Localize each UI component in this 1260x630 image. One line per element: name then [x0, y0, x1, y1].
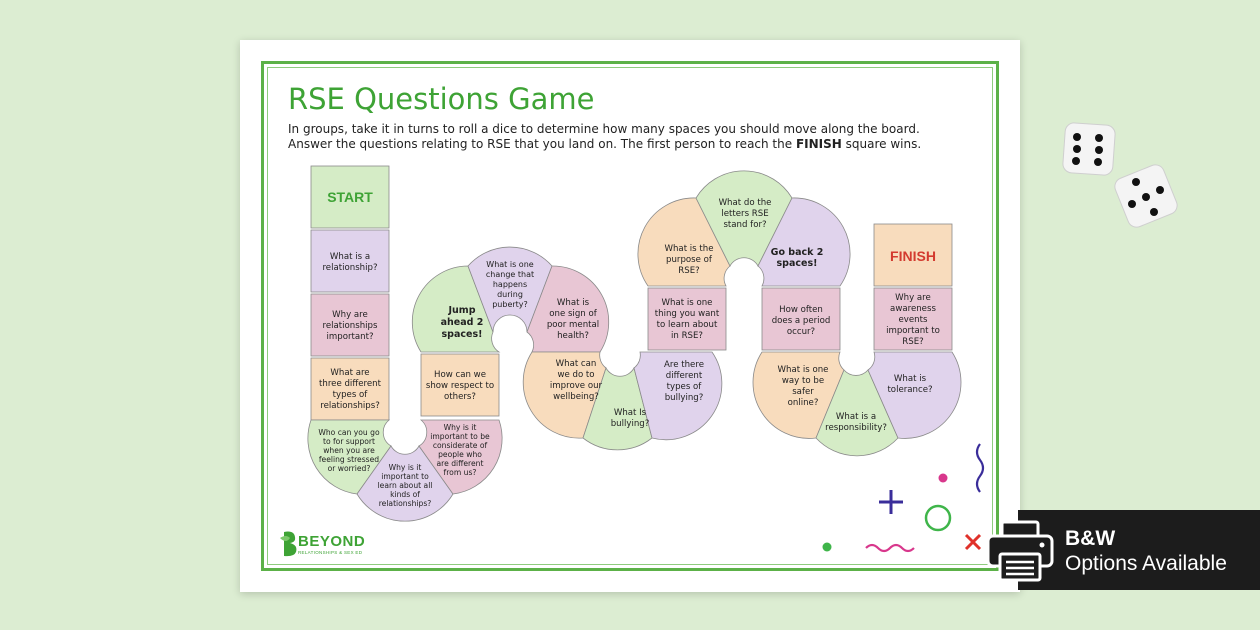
- space-13[interactable]: [633, 351, 723, 441]
- decor-dot-pink: [938, 473, 948, 483]
- decor-cross: [964, 533, 982, 551]
- space-21[interactable]: [867, 351, 962, 439]
- space-4[interactable]: [307, 419, 392, 495]
- logo-text: BEYOND: [298, 533, 366, 550]
- badge-title: B&W: [1065, 527, 1116, 550]
- start-label: START: [327, 189, 373, 205]
- sheet-inner-border: [267, 67, 993, 565]
- space-15[interactable]: [637, 197, 731, 287]
- game-sheet: RSE Questions Game In groups, take it in…: [240, 40, 1020, 592]
- space-17[interactable]: [757, 197, 851, 287]
- page-title: RSE Questions Game: [288, 82, 595, 116]
- dice-six-icon: [1062, 122, 1116, 176]
- space-14[interactable]: [647, 287, 727, 351]
- dice-five-icon: [1114, 164, 1178, 228]
- sheet-border: [261, 61, 999, 571]
- decor-squiggle-horizontal: [865, 543, 915, 553]
- decor-squiggle-vertical: [975, 443, 985, 493]
- space-2[interactable]: [310, 293, 390, 357]
- printer-icon: [986, 520, 1054, 582]
- space-1[interactable]: [310, 229, 390, 293]
- logo-subtext: RELATIONSHIPS & SEX ED: [298, 550, 363, 555]
- space-finish[interactable]: [873, 223, 953, 287]
- space-8[interactable]: [411, 265, 501, 353]
- beyond-logo-icon: [280, 531, 297, 557]
- space-start[interactable]: [310, 165, 390, 229]
- decor-dot-green: [822, 542, 832, 552]
- space-22[interactable]: [873, 287, 953, 351]
- finish-label: FINISH: [890, 248, 936, 264]
- space-10[interactable]: [526, 265, 610, 353]
- space-11[interactable]: [522, 351, 607, 439]
- space-19[interactable]: [752, 351, 845, 439]
- instructions: In groups, take it in turns to roll a di…: [288, 122, 922, 151]
- space-20[interactable]: [815, 369, 899, 457]
- space-6[interactable]: [418, 419, 503, 495]
- badge-subtitle: Options Available: [1065, 552, 1227, 575]
- space-18[interactable]: [761, 287, 841, 351]
- space-3[interactable]: [310, 357, 390, 421]
- space-7[interactable]: [420, 353, 500, 417]
- bw-options-badge[interactable]: B&W Options Available: [986, 510, 1260, 590]
- decor-plus: [879, 490, 903, 514]
- space-5[interactable]: [356, 445, 454, 522]
- space-16[interactable]: [695, 170, 793, 267]
- decor-ring-green: [924, 504, 952, 532]
